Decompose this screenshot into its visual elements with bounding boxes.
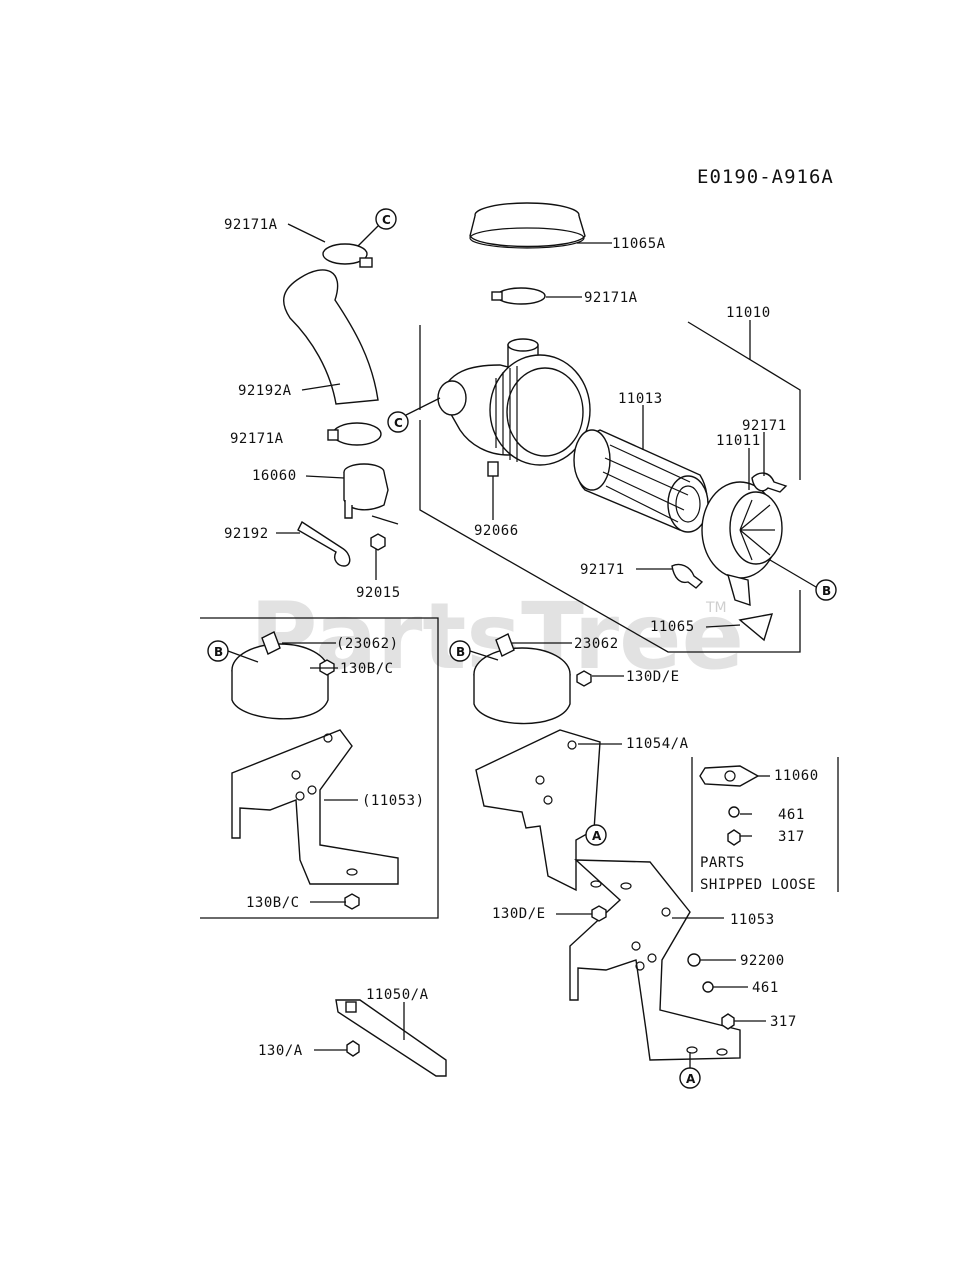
label-92171a-right: 92171A [584,290,638,306]
label-11053: 11053 [730,912,775,928]
callout-b-right: B [769,559,837,601]
nut-317-lower[interactable] [721,1013,735,1030]
label-92200: 92200 [740,953,785,969]
lockwasher-461-upper[interactable] [728,806,740,818]
gasket-11060[interactable] [699,765,760,787]
callout-b-left: B [207,640,259,663]
svg-text:B: B [822,584,831,598]
label-461-upper: 461 [778,807,805,823]
label-92171-lower: 92171 [580,562,625,578]
hose-clamp-92171a-mid[interactable] [327,422,382,446]
air-cleaner-cover-11011[interactable] [701,481,783,606]
svg-text:A: A [592,829,602,843]
svg-text:A: A [686,1072,696,1086]
label-92171a-mid: 92171A [230,431,284,447]
label-317-upper: 317 [778,829,805,845]
svg-text:C: C [394,416,403,430]
hose-clamp-92171a-top[interactable] [322,243,373,268]
label-11060: 11060 [774,768,819,784]
parts-shipped-loose-line2: SHIPPED LOOSE [700,877,816,893]
label-92015: 92015 [356,585,401,601]
hose-clamp-92171a-right[interactable] [491,287,546,305]
nut-317-upper[interactable] [727,829,741,846]
label-130de-lower: 130D/E [492,906,546,922]
callout-a-bottom: A [679,1052,701,1089]
label-23062: 23062 [574,636,619,652]
label-92192: 92192 [224,526,269,542]
label-130bc-upper: 130B/C [340,661,394,677]
bolt-130de-lower[interactable] [591,905,607,922]
band-bracket-left[interactable] [231,631,329,720]
bolt-130bc-lower[interactable] [344,893,360,910]
label-11053-paren: (11053) [362,793,425,809]
bolt-130a[interactable] [346,1040,360,1057]
label-11010: 11010 [726,305,771,321]
support-bar-11050a[interactable] [335,999,447,1077]
label-92066: 92066 [474,523,519,539]
callout-a-mid: A [585,824,607,846]
label-130de-upper: 130D/E [626,669,680,685]
svg-text:B: B [456,645,465,659]
label-11065a: 11065A [612,236,666,252]
callout-b-mid: B [449,640,499,662]
label-16060: 16060 [252,468,297,484]
label-317-lower: 317 [770,1014,797,1030]
clip-92171-lower[interactable] [671,563,704,589]
label-11013: 11013 [618,391,663,407]
bolt-130de-upper[interactable] [576,670,592,687]
air-filter-element-11013[interactable] [573,429,709,533]
precleaner-cap-11065a[interactable] [469,202,586,249]
mount-plate-11054a-body[interactable] [475,729,601,892]
label-11065: 11065 [650,619,695,635]
diagram-code: E0190-A916A [697,166,834,188]
svg-text:B: B [214,645,223,659]
label-11011: 11011 [716,433,761,449]
washer-92200[interactable] [687,953,701,967]
label-23062-paren: (23062) [336,636,399,652]
tube-92192[interactable] [297,520,351,567]
band-bracket-11054a[interactable] [473,633,571,725]
label-130a: 130/A [258,1043,303,1059]
label-130bc-lower: 130B/C [246,895,300,911]
label-461-lower: 461 [752,980,779,996]
label-11050a: 11050/A [366,987,429,1003]
vacuator-valve-11065[interactable] [738,613,774,642]
label-92171a-top: 92171A [224,217,278,233]
nut-92015[interactable] [370,533,386,551]
watermark-trademark: TM [705,600,727,616]
callout-c-top: C [357,208,397,247]
label-11054a: 11054/A [626,736,689,752]
lockwasher-461-lower[interactable] [702,981,714,993]
callout-c-mid: C [387,397,441,433]
label-92171-upper: 92171 [742,418,787,434]
mount-plate-11053-left[interactable] [231,729,399,885]
parts-shipped-loose-line1: PARTS [700,855,745,871]
air-cleaner-housing-11010[interactable] [437,338,591,477]
clip-92171-upper[interactable] [751,472,788,493]
mount-plate-11053[interactable] [569,859,741,1061]
intake-hose-92192a[interactable] [282,269,379,405]
svg-text:C: C [382,213,391,227]
label-92192a: 92192A [238,383,292,399]
elbow-16060[interactable] [343,463,389,519]
